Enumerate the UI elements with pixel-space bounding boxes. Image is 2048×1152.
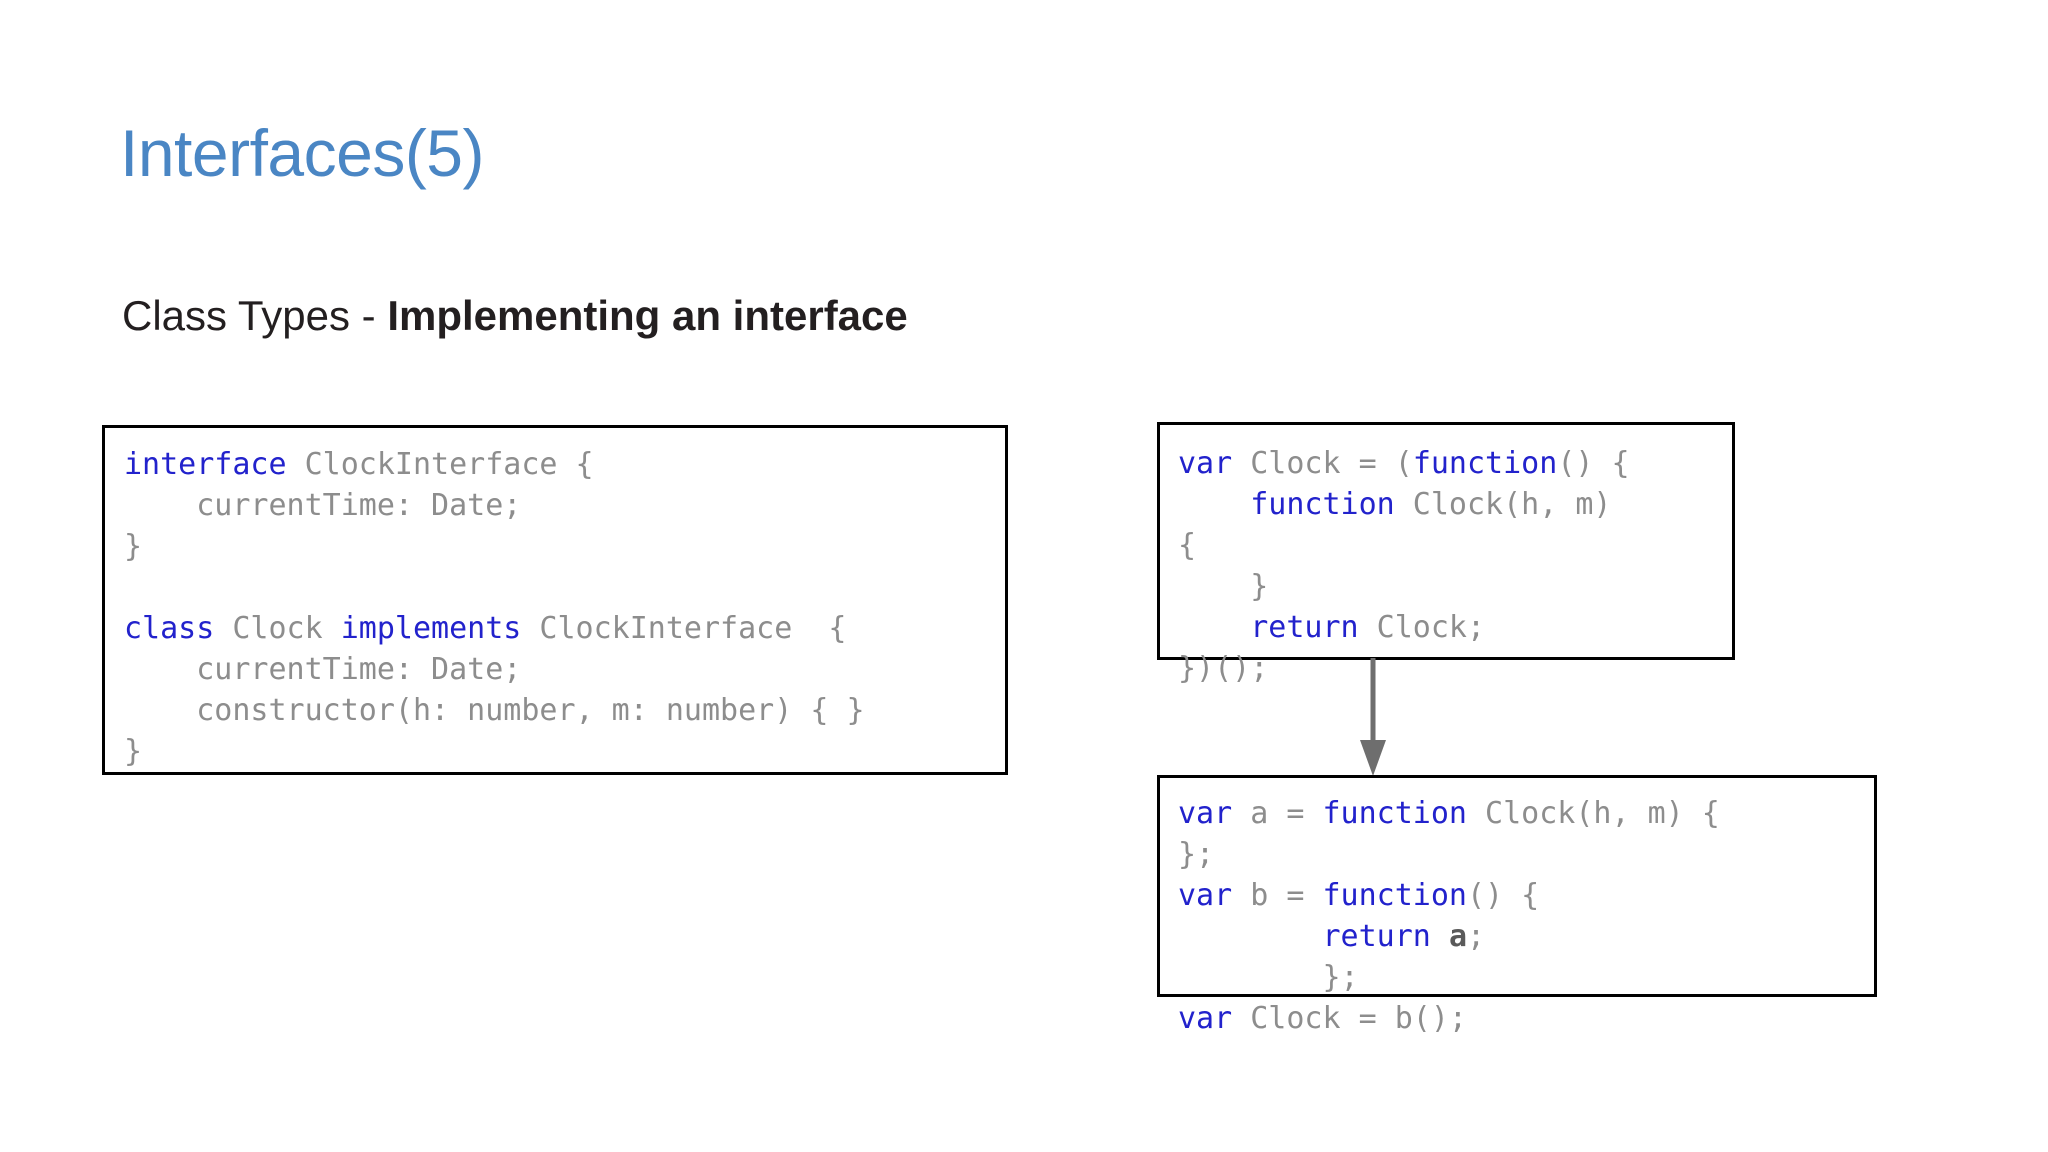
code-token: Clock = ( [1232, 446, 1413, 481]
code-token: b = [1232, 878, 1323, 913]
keyword-function: function [1412, 446, 1558, 481]
code-token: ClockInterface { currentTime: Date; cons… [124, 611, 865, 769]
subtitle-plain-text: Class Types - [122, 292, 388, 339]
code-box-expanded-form [1157, 775, 1877, 997]
code-box-interface-definition [102, 425, 1008, 775]
keyword-var: var [1178, 1001, 1233, 1036]
code-token: () { [1467, 878, 1540, 913]
code-token [1431, 919, 1449, 954]
keyword-function: function [1322, 796, 1468, 831]
keyword-return: return [1322, 919, 1431, 954]
code-token: ClockInterface { currentTime: Date; } [124, 447, 594, 564]
keyword-function: function [1250, 487, 1395, 522]
code-text-expanded-form: var a = function Clock(h, m) { }; var b … [1178, 793, 1720, 1039]
keyword-return: return [1250, 610, 1359, 645]
code-overflow-line: Clock = b(); [1232, 1001, 1467, 1036]
page-title: Interfaces(5) [120, 116, 484, 190]
code-text-interface-definition: interface ClockInterface { currentTime: … [124, 444, 865, 772]
keyword-var: var [1178, 446, 1233, 481]
code-token: Clock(h, m) { }; [1178, 796, 1720, 872]
keyword-function: function [1322, 878, 1468, 913]
code-overflow-line: })(); [1178, 651, 1269, 686]
keyword-class: class [124, 611, 215, 646]
code-token: ; }; [1322, 919, 1486, 995]
code-token: Clock [214, 611, 341, 646]
code-text-compiled-iife: var Clock = (function() { function Clock… [1178, 443, 1630, 689]
code-token: Clock(h, m) { } [1178, 487, 1612, 604]
slide-subtitle: Class Types - Implementing an interface [122, 295, 908, 337]
code-token-bold-a: a [1448, 919, 1467, 954]
keyword-var: var [1178, 878, 1233, 913]
code-token: () { [1557, 446, 1630, 481]
keyword-implements: implements [340, 611, 522, 646]
subtitle-bold-text: Implementing an interface [387, 292, 908, 339]
down-arrow-icon [1360, 658, 1386, 776]
code-token: a = [1232, 796, 1323, 831]
keyword-interface: interface [124, 447, 287, 482]
code-token: Clock; [1376, 610, 1486, 645]
keyword-var: var [1178, 796, 1233, 831]
code-box-compiled-iife [1157, 422, 1735, 660]
